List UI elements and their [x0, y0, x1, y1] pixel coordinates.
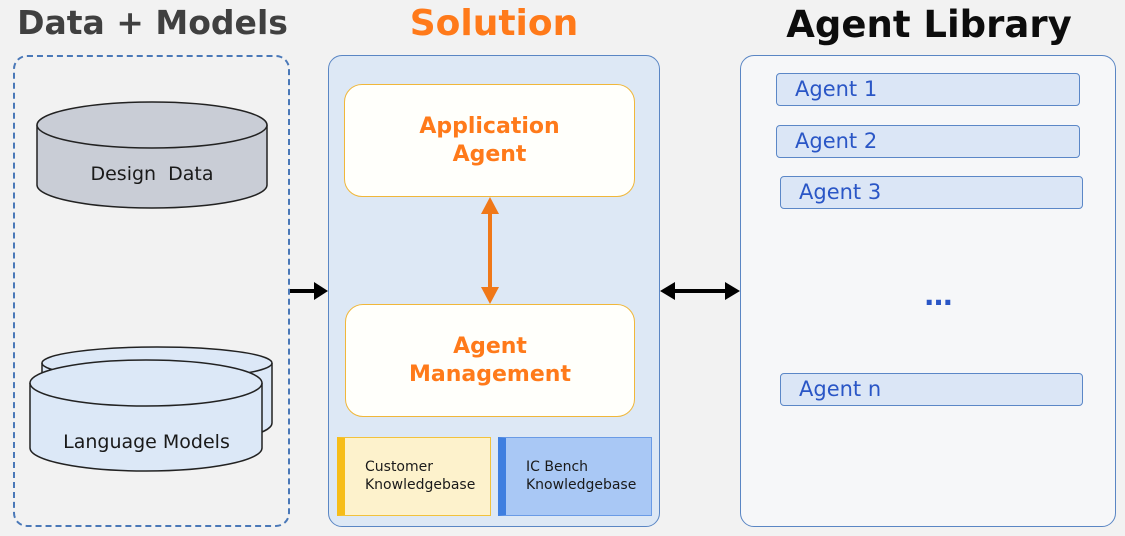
customer-kb-label-line1: Customer	[365, 459, 434, 475]
agent-management-double-arrow	[481, 197, 499, 304]
data-models-heading: Data + Models	[17, 3, 288, 42]
data-models-panel	[13, 55, 290, 527]
agent-management-label-line1: Agent	[453, 333, 527, 359]
application-agent-label-line1: Application	[419, 113, 560, 139]
ic-bench-kb-label-line2: Knowledgebase	[526, 477, 637, 493]
agent-item-1: Agent 1	[776, 73, 1080, 106]
agent-item-n: Agent n	[780, 373, 1083, 406]
customer-knowledgebase-box: Customer Knowledgebase	[337, 437, 491, 516]
application-agent-box: Application Agent	[344, 84, 635, 197]
agent-list-ellipsis: …	[924, 279, 954, 312]
language-models-cylinder-icon	[29, 346, 273, 472]
agent-management-label-line2: Management	[409, 361, 571, 387]
solution-heading: Solution	[409, 3, 579, 44]
agent-library-heading: Agent Library	[786, 3, 1072, 46]
language-models-label: Language Models	[63, 431, 230, 453]
customer-kb-label-line2: Knowledgebase	[365, 477, 476, 493]
design-data-cylinder-icon	[36, 101, 268, 209]
application-agent-label-line2: Agent	[452, 141, 527, 167]
agent-management-box: Agent Management	[345, 304, 635, 417]
ic-bench-kb-label-line1: IC Bench	[526, 459, 589, 475]
design-data-label: Design Data	[90, 163, 214, 185]
agent-item-2: Agent 2	[776, 125, 1080, 158]
ic-bench-knowledgebase-box: IC Bench Knowledgebase	[498, 437, 652, 516]
data-to-solution-arrow	[290, 282, 328, 300]
solution-library-double-arrow	[660, 282, 740, 300]
agent-item-3: Agent 3	[780, 176, 1083, 209]
